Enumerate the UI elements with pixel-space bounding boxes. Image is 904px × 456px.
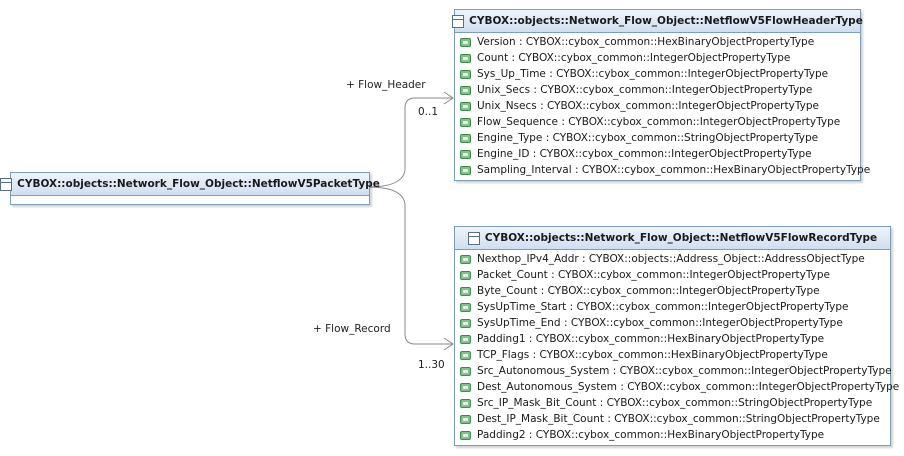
attribute-icon	[460, 101, 471, 111]
packet-class-header[interactable]: CYBOX::objects::Network_Flow_Object::Net…	[0, 173, 380, 196]
attribute-icon	[460, 165, 471, 175]
attribute-label: Count : CYBOX::cybox_common::IntegerObje…	[477, 52, 791, 64]
header-attribute-list: Version : CYBOX::cybox_common::HexBinary…	[455, 33, 870, 180]
attribute-row[interactable]: Byte_Count : CYBOX::cybox_common::Intege…	[455, 283, 890, 299]
header-class-header[interactable]: CYBOX::objects::Network_Flow_Object::Net…	[452, 10, 863, 33]
attribute-icon	[460, 366, 471, 376]
attribute-label: TCP_Flags : CYBOX::cybox_common::HexBina…	[477, 349, 828, 361]
attribute-icon	[460, 398, 471, 408]
attribute-row[interactable]: SysUpTime_Start : CYBOX::cybox_common::I…	[455, 299, 890, 315]
header-class-name: CYBOX::objects::Network_Flow_Object::Net…	[469, 15, 863, 27]
attribute-icon	[460, 53, 471, 63]
attribute-icon	[460, 286, 471, 296]
packet-attribute-compartment	[11, 196, 369, 204]
flow-header-arrowhead	[443, 91, 454, 105]
attribute-row[interactable]: SysUpTime_End : CYBOX::cybox_common::Int…	[455, 315, 890, 331]
attribute-row[interactable]: TCP_Flags : CYBOX::cybox_common::HexBina…	[455, 347, 890, 363]
attribute-icon	[460, 318, 471, 328]
attribute-row[interactable]: Unix_Nsecs : CYBOX::cybox_common::Intege…	[455, 98, 860, 114]
attribute-label: Flow_Sequence : CYBOX::cybox_common::Int…	[477, 116, 841, 128]
attribute-label: Sys_Up_Time : CYBOX::cybox_common::Integ…	[477, 68, 829, 80]
attribute-row[interactable]: Padding2 : CYBOX::cybox_common::HexBinar…	[455, 427, 890, 443]
packet-class-name: CYBOX::objects::Network_Flow_Object::Net…	[17, 178, 380, 190]
attribute-label: Src_Autonomous_System : CYBOX::cybox_com…	[477, 365, 892, 377]
attribute-row[interactable]: Version : CYBOX::cybox_common::HexBinary…	[455, 34, 860, 50]
attribute-label: Version : CYBOX::cybox_common::HexBinary…	[477, 36, 815, 48]
attribute-label: Nexthop_IPv4_Addr : CYBOX::objects::Addr…	[477, 253, 865, 265]
attribute-label: Unix_Nsecs : CYBOX::cybox_common::Intege…	[477, 100, 819, 112]
attribute-icon	[460, 414, 471, 424]
attribute-row[interactable]: Sampling_Interval : CYBOX::cybox_common:…	[455, 162, 870, 178]
header-class-box[interactable]: CYBOX::objects::Network_Flow_Object::Net…	[452, 9, 870, 181]
attribute-label: Packet_Count : CYBOX::cybox_common::Inte…	[477, 269, 830, 281]
attribute-icon	[460, 149, 471, 159]
packet-class-box[interactable]: CYBOX::objects::Network_Flow_Object::Net…	[0, 172, 380, 205]
record-class-name: CYBOX::objects::Network_Flow_Object::Net…	[484, 232, 878, 244]
class-icon	[0, 177, 13, 191]
attribute-icon	[460, 334, 471, 344]
attribute-row[interactable]: Sys_Up_Time : CYBOX::cybox_common::Integ…	[455, 66, 860, 82]
attribute-icon	[460, 270, 471, 280]
attribute-icon	[460, 254, 471, 264]
attribute-label: Padding1 : CYBOX::cybox_common::HexBinar…	[477, 333, 825, 345]
attribute-row[interactable]: Src_IP_Mask_Bit_Count : CYBOX::cybox_com…	[455, 395, 890, 411]
flow-header-multiplicity: 0..1	[418, 106, 439, 118]
attribute-label: Dest_Autonomous_System : CYBOX::cybox_co…	[477, 381, 900, 393]
flow-record-connector	[367, 186, 453, 345]
record-class-header[interactable]: CYBOX::objects::Network_Flow_Object::Net…	[455, 227, 890, 250]
attribute-icon	[460, 430, 471, 440]
attribute-icon	[460, 69, 471, 79]
attribute-row[interactable]: Padding1 : CYBOX::cybox_common::HexBinar…	[455, 331, 890, 347]
attribute-icon	[460, 350, 471, 360]
attribute-label: Engine_ID : CYBOX::cybox_common::Integer…	[477, 148, 812, 160]
attribute-label: Sampling_Interval : CYBOX::cybox_common:…	[477, 164, 871, 176]
attribute-icon	[460, 117, 471, 127]
attribute-row[interactable]: Dest_IP_Mask_Bit_Count : CYBOX::cybox_co…	[455, 411, 890, 427]
attribute-row[interactable]: Dest_Autonomous_System : CYBOX::cybox_co…	[455, 379, 899, 395]
attribute-label: Unix_Secs : CYBOX::cybox_common::Integer…	[477, 84, 813, 96]
attribute-row[interactable]: Engine_Type : CYBOX::cybox_common::Strin…	[455, 130, 860, 146]
attribute-label: Dest_IP_Mask_Bit_Count : CYBOX::cybox_co…	[477, 413, 880, 425]
flow-header-role-label: + Flow_Header	[346, 79, 426, 91]
attribute-row[interactable]: Flow_Sequence : CYBOX::cybox_common::Int…	[455, 114, 860, 130]
record-attribute-list: Nexthop_IPv4_Addr : CYBOX::objects::Addr…	[455, 250, 899, 445]
attribute-label: SysUpTime_End : CYBOX::cybox_common::Int…	[477, 317, 843, 329]
flow-record-arrowhead	[443, 337, 454, 351]
attribute-label: Src_IP_Mask_Bit_Count : CYBOX::cybox_com…	[477, 397, 873, 409]
attribute-icon	[460, 37, 471, 47]
attribute-label: SysUpTime_Start : CYBOX::cybox_common::I…	[477, 301, 849, 313]
class-icon	[467, 231, 480, 245]
attribute-row[interactable]: Count : CYBOX::cybox_common::IntegerObje…	[455, 50, 860, 66]
flow-record-multiplicity: 1..30	[418, 359, 445, 371]
attribute-row[interactable]: Packet_Count : CYBOX::cybox_common::Inte…	[455, 267, 890, 283]
attribute-icon	[460, 85, 471, 95]
class-icon	[452, 14, 465, 28]
attribute-icon	[460, 133, 471, 143]
record-class-box[interactable]: CYBOX::objects::Network_Flow_Object::Net…	[454, 226, 899, 446]
attribute-label: Engine_Type : CYBOX::cybox_common::Strin…	[477, 132, 819, 144]
attribute-icon	[460, 302, 471, 312]
attribute-row[interactable]: Nexthop_IPv4_Addr : CYBOX::objects::Addr…	[455, 251, 890, 267]
flow-record-role-label: + Flow_Record	[313, 323, 391, 335]
attribute-label: Padding2 : CYBOX::cybox_common::HexBinar…	[477, 429, 825, 441]
attribute-row[interactable]: Src_Autonomous_System : CYBOX::cybox_com…	[455, 363, 892, 379]
attribute-icon	[460, 382, 471, 392]
attribute-row[interactable]: Engine_ID : CYBOX::cybox_common::Integer…	[455, 146, 860, 162]
attribute-label: Byte_Count : CYBOX::cybox_common::Intege…	[477, 285, 820, 297]
attribute-row[interactable]: Unix_Secs : CYBOX::cybox_common::Integer…	[455, 82, 860, 98]
flow-header-connector	[367, 97, 453, 188]
